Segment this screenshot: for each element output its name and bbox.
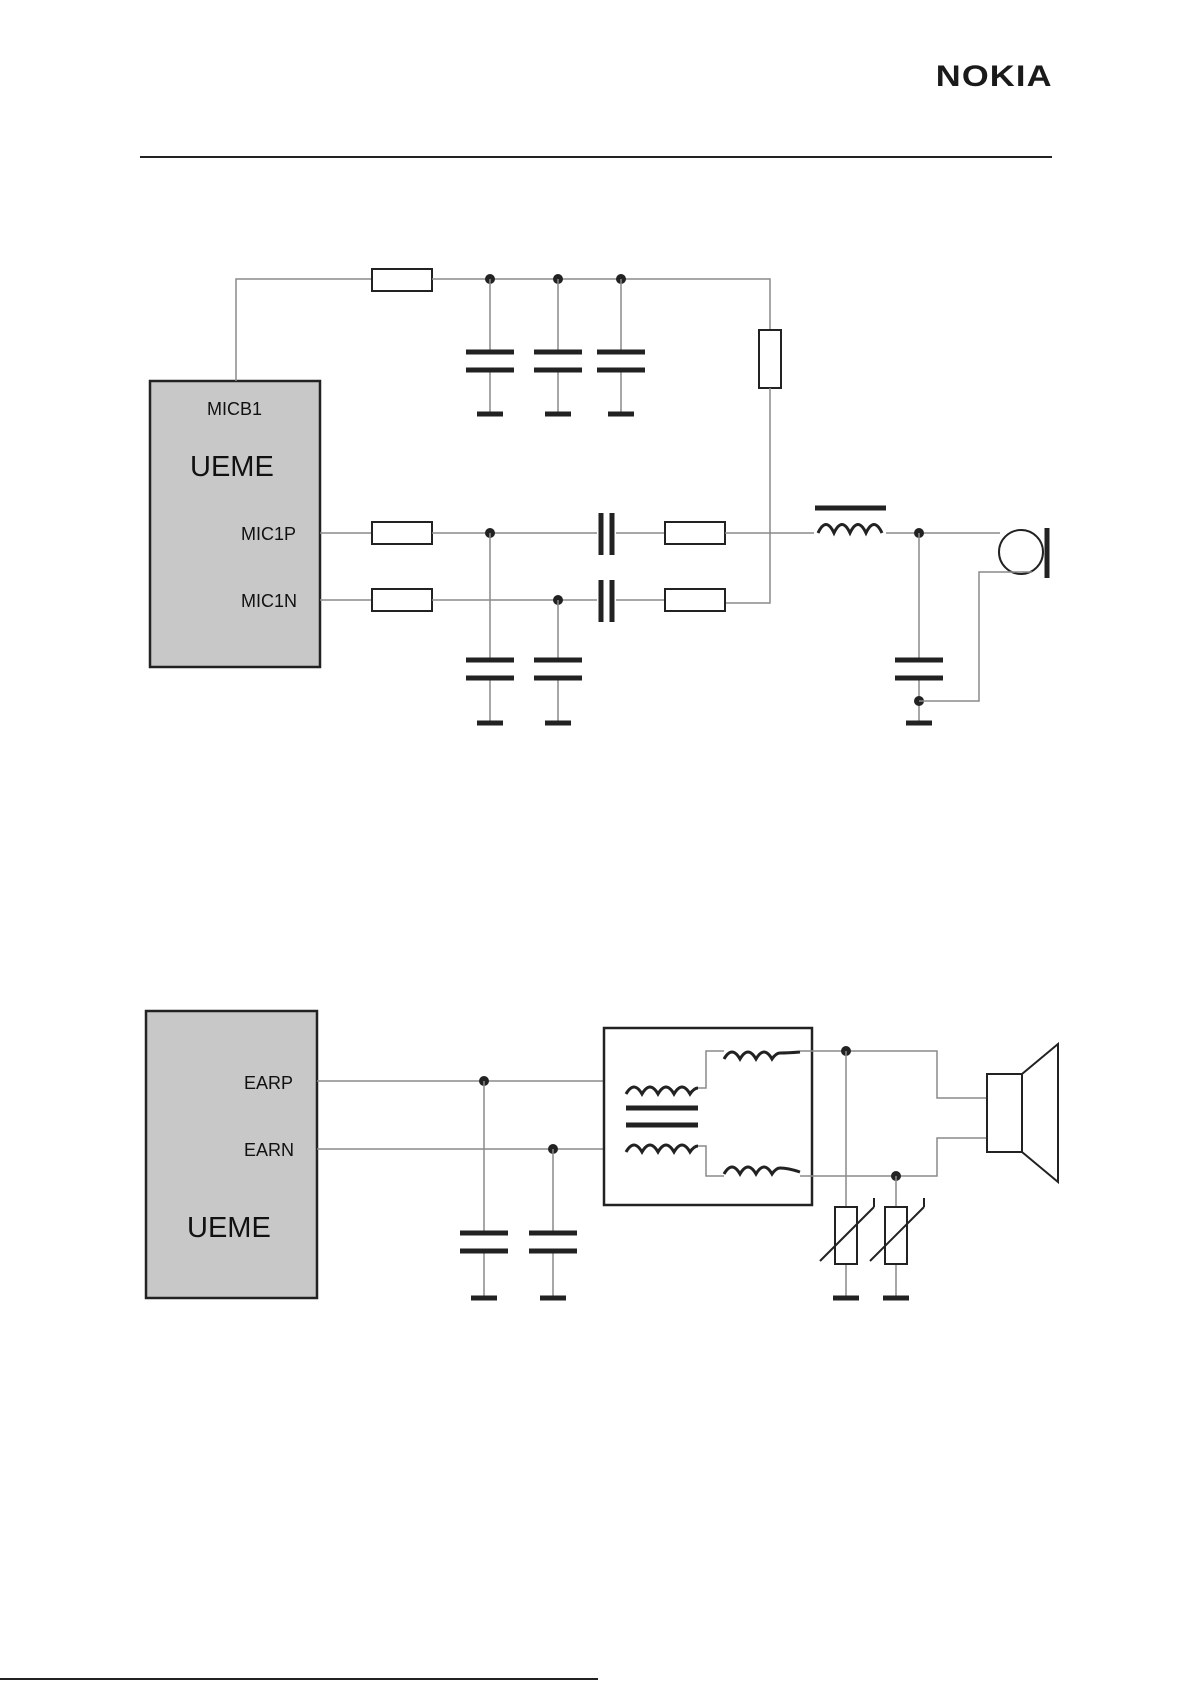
mic1p-filter-capacitor xyxy=(466,533,514,723)
emc-filter-module xyxy=(604,1028,812,1205)
mic1n-filter-capacitor xyxy=(534,600,582,723)
mic1p-coupling-capacitor xyxy=(601,513,612,555)
microphone-return-wire xyxy=(919,572,1032,701)
common-mode-choke xyxy=(626,1087,698,1152)
earp-filter-capacitor xyxy=(460,1081,508,1298)
pin-label-mic1n: MIC1N xyxy=(241,591,297,611)
microphone-icon xyxy=(919,528,1047,701)
bias-feed-resistor xyxy=(759,330,781,388)
series-inductor-top xyxy=(724,1052,800,1059)
speaker-negative-wire xyxy=(800,1138,987,1176)
series-inductor-bottom xyxy=(724,1167,800,1174)
earn-filter-capacitor xyxy=(529,1149,577,1298)
mic1p-input-resistor xyxy=(665,522,725,544)
pin-label-mic1p: MIC1P xyxy=(241,524,296,544)
mic1n-coupling-capacitor xyxy=(601,580,612,622)
footer-rule xyxy=(0,1678,598,1680)
bias-capacitor-1 xyxy=(466,274,514,414)
varistor-2 xyxy=(870,1176,924,1298)
bias-capacitor-2 xyxy=(534,274,582,414)
microphone-circuit: MICB1 UEME MIC1P MIC1N xyxy=(150,269,1047,723)
micb1-wire xyxy=(236,279,372,381)
pin-label-micb1: MICB1 xyxy=(207,399,262,419)
module-internal-wires xyxy=(698,1051,724,1176)
mic1n-input-resistor xyxy=(665,589,725,611)
speaker-positive-wire xyxy=(800,1051,987,1098)
bias-capacitor-3 xyxy=(597,274,645,414)
microphone-decoupling-capacitor xyxy=(895,533,943,723)
varistor-1 xyxy=(820,1051,874,1298)
bias-down-wire xyxy=(725,388,770,603)
chip-label-ueme-mic: UEME xyxy=(190,451,274,483)
pin-label-earp: EARP xyxy=(244,1073,293,1093)
mic1n-series-resistor xyxy=(372,589,432,611)
chip-label-ueme-ear: UEME xyxy=(187,1212,271,1244)
earpiece-circuit: EARP EARN UEME xyxy=(146,1011,1058,1298)
pin-label-earn: EARN xyxy=(244,1140,294,1160)
bias-resistor xyxy=(372,269,432,291)
mic1p-series-resistor xyxy=(372,522,432,544)
speaker-icon xyxy=(987,1044,1058,1182)
bias-rail-wire xyxy=(432,279,770,330)
ferrite-inductor xyxy=(815,508,886,533)
